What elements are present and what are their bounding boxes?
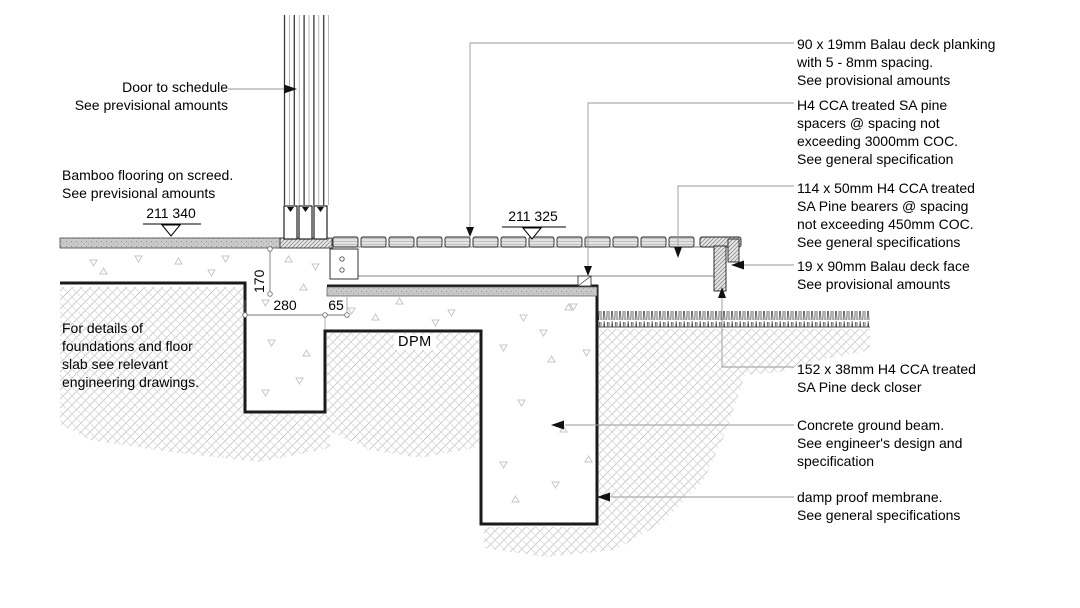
- annotation-line: Door to schedule: [122, 79, 228, 95]
- annotation-line: not exceeding 450mm COC.: [797, 216, 974, 232]
- annotation-line: 114 x 50mm H4 CCA treated: [797, 180, 975, 196]
- screed-band-interior: [59, 237, 281, 249]
- annotation-line: See provisional amounts: [797, 72, 951, 88]
- annotation-line: 19 x 90mm Balau deck face: [797, 258, 970, 274]
- annotation-line: See general specification: [797, 151, 954, 167]
- annotation-dpm: damp proof membrane. See general specifi…: [797, 488, 960, 524]
- annotation-line: See general specifications: [797, 234, 961, 250]
- concrete-texture: [89, 255, 593, 503]
- annotation-spacers: H4 CCA treated SA pine spacers @ spacing…: [797, 96, 958, 168]
- annotation-line: spacers @ spacing not: [797, 115, 940, 131]
- annotation-line: specification: [797, 453, 875, 469]
- deck-face-board: [727, 238, 740, 263]
- annotation-line: See provisional amounts: [797, 276, 951, 292]
- deck-bearer: [332, 246, 715, 277]
- deck-planking: [332, 236, 695, 248]
- earth-hatch: [60, 287, 870, 557]
- annotation-line: See general specifications: [797, 507, 961, 523]
- level-value-floor: 211 340: [146, 205, 196, 221]
- annotation-line: H4 CCA treated SA pine: [797, 97, 948, 113]
- grass: [598, 311, 870, 328]
- annotation-foundation-note: For details of foundations and floor sla…: [62, 319, 199, 391]
- level-marker-deck: [502, 226, 566, 240]
- annotation-line: Bamboo flooring on screed.: [62, 167, 234, 183]
- deck-structure: [329, 236, 742, 292]
- door-tracks: [283, 205, 328, 240]
- annotation-line: exceeding 3000mm COC.: [797, 133, 959, 149]
- annotation-line: See engineer's design and: [797, 435, 963, 451]
- leader-arrowheads: [284, 84, 744, 502]
- annotation-line: 90 x 19mm Balau deck planking: [797, 36, 996, 52]
- label-dpm: DPM: [394, 334, 436, 350]
- annotation-line: 152 x 38mm H4 CCA treated: [797, 361, 976, 377]
- annotation-line: Concrete ground beam.: [797, 417, 945, 433]
- annotation-line: See previsional amounts: [62, 185, 216, 201]
- dimension-65: 65: [328, 297, 344, 313]
- pine-spacer: [577, 275, 592, 287]
- annotation-door: Door to schedule See previsional amounts: [38, 78, 228, 114]
- annotation-line: with 5 - 8mm spacing.: [797, 54, 934, 70]
- annotation-line: SA Pine bearers @ spacing: [797, 198, 969, 214]
- dimension-lines: [242, 246, 350, 330]
- annotation-deck-face: 19 x 90mm Balau deck face See provisiona…: [797, 257, 970, 293]
- annotation-line: See previsional amounts: [74, 97, 228, 113]
- wall-bearer-block: [329, 248, 359, 280]
- annotation-ground-beam: Concrete ground beam. See engineer's des…: [797, 416, 962, 470]
- dimension-170: 170: [251, 269, 267, 293]
- leader-lines: [228, 42, 794, 498]
- annotation-bearers: 114 x 50mm H4 CCA treated SA Pine bearer…: [797, 179, 975, 251]
- annotation-line: engineering drawings.: [62, 374, 199, 390]
- dimension-280: 280: [273, 297, 297, 313]
- level-marker-floor: [143, 223, 201, 237]
- annotation-line: For details of: [62, 320, 143, 336]
- deck-closer-board: [713, 245, 727, 292]
- annotation-bamboo-flooring: Bamboo flooring on screed. See prevision…: [62, 166, 233, 202]
- level-value-deck: 211 325: [508, 208, 558, 224]
- annotation-deck-planking: 90 x 19mm Balau deck planking with 5 - 8…: [797, 35, 995, 89]
- annotation-line: slab see relevant: [62, 356, 168, 372]
- annotation-line: damp proof membrane.: [797, 489, 943, 505]
- screed-band-beam: [326, 286, 598, 297]
- annotation-line: SA Pine deck closer: [797, 379, 922, 395]
- concrete-beam-outline: [60, 281, 599, 526]
- annotation-line: foundations and floor: [62, 338, 193, 354]
- door-threshold: [279, 15, 333, 249]
- annotation-deck-closer: 152 x 38mm H4 CCA treated SA Pine deck c…: [797, 360, 976, 396]
- door-frame-lines: [283, 15, 329, 205]
